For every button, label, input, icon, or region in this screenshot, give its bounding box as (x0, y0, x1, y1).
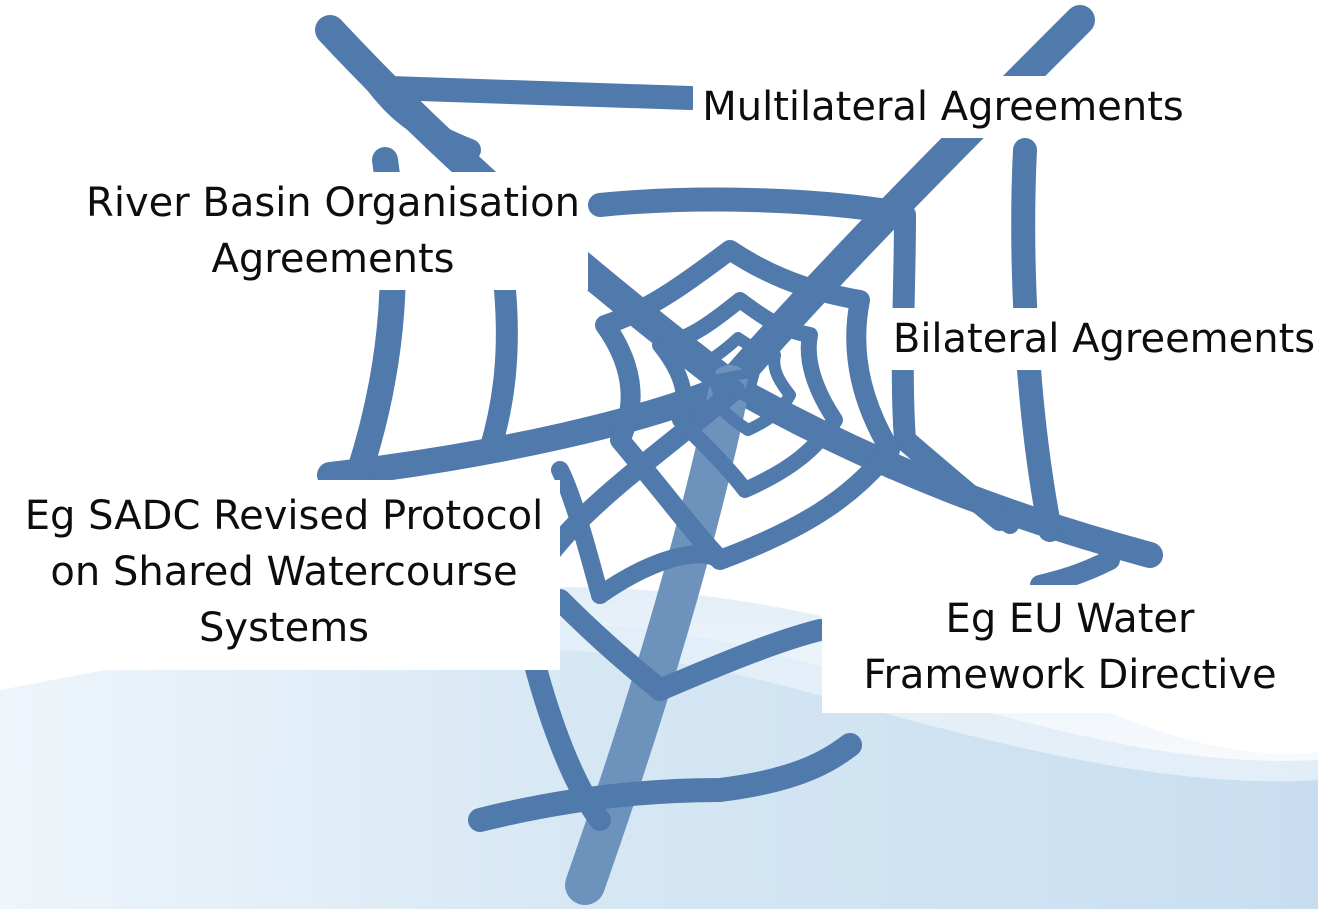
web-anchor-3 (588, 187, 892, 222)
web-ring-mid-2 (549, 589, 831, 701)
web-ring-outer-e (1030, 550, 1120, 595)
web-connector-3 (911, 446, 1019, 534)
web-ring-inner-3 (694, 332, 796, 436)
label-eu-line-2: Framework Directive (863, 652, 1277, 698)
web-connector-1 (591, 545, 729, 604)
label-river-basin-line-2: Agreements (211, 236, 455, 282)
background-wave (0, 622, 1318, 909)
web-connector-2 (551, 461, 609, 604)
web-ring-inner-1 (595, 240, 900, 570)
web-ring-mid-1 (479, 279, 518, 461)
label-river-basin-line-1: River Basin Organisation (86, 180, 580, 226)
label-bilateral-agreements: Bilateral Agreements (890, 308, 1318, 370)
web-radial-3 (317, 372, 743, 488)
web-anchor-2 (349, 49, 481, 161)
label-sadc-protocol-example: Eg SADC Revised Protocol on Shared Water… (8, 480, 560, 670)
web-ring-inner-4 (707, 367, 760, 403)
web-radial-2 (715, 5, 1095, 400)
web-anchor-1 (378, 76, 702, 110)
label-sadc-line-1: Eg SADC Revised Protocol (24, 493, 544, 539)
label-eu-line-1: Eg EU Water (945, 596, 1195, 642)
web-ring-inner-2 (652, 292, 843, 498)
label-sadc-line-2: on Shared Watercourse (50, 549, 518, 595)
label-eu-water-framework-example: Eg EU Water Framework Directive (822, 585, 1318, 713)
label-multilateral-agreements: Multilateral Agreements (693, 76, 1193, 138)
label-river-basin-organisation-agreements: River Basin Organisation Agreements (78, 172, 588, 290)
label-bilateral-line-1: Bilateral Agreements (892, 316, 1316, 362)
label-multilateral-line-1: Multilateral Agreements (702, 84, 1184, 130)
web-ring-outer-b (468, 733, 862, 832)
label-sadc-line-3: Systems (199, 605, 369, 651)
